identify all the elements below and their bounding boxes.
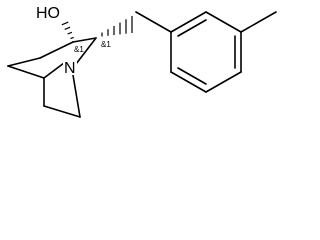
ring-double-bond-top	[177, 19, 207, 37]
benzene-ring	[170, 11, 242, 93]
bond-n-to-cage-left	[43, 62, 65, 79]
bond-bridgehead-to-c3	[39, 41, 74, 59]
nitrogen-label: N	[64, 60, 76, 77]
bond-n-to-c2	[75, 37, 97, 65]
hydroxyl-label: HO	[36, 5, 60, 22]
bond-cage-left-to-left-ch2	[7, 65, 45, 79]
c2-ch2-hashed-bond	[101, 16, 133, 37]
bond-lower-right-to-n	[72, 74, 81, 118]
bond-left-ch2-to-bridgehead	[7, 57, 41, 67]
quinuclidine-cage	[7, 37, 97, 118]
ring-double-bond-bottom	[177, 67, 207, 85]
bond-ring-to-methyl	[240, 11, 277, 33]
benzyl-linker	[135, 11, 172, 33]
bond-ch2-to-ring	[135, 11, 172, 33]
stereo-label-c2: &1	[101, 40, 111, 49]
methyl-group	[240, 11, 277, 33]
chemical-structure-diagram: N HO &1 &1	[7, 5, 277, 118]
hydroxyl-hashed-bond	[61, 21, 74, 40]
stereo-label-c3: &1	[74, 45, 84, 54]
bond-c3-to-c2	[72, 37, 97, 43]
bond-lower-ch2-to-lower-right	[43, 105, 81, 118]
n-label-mask	[63, 59, 77, 75]
